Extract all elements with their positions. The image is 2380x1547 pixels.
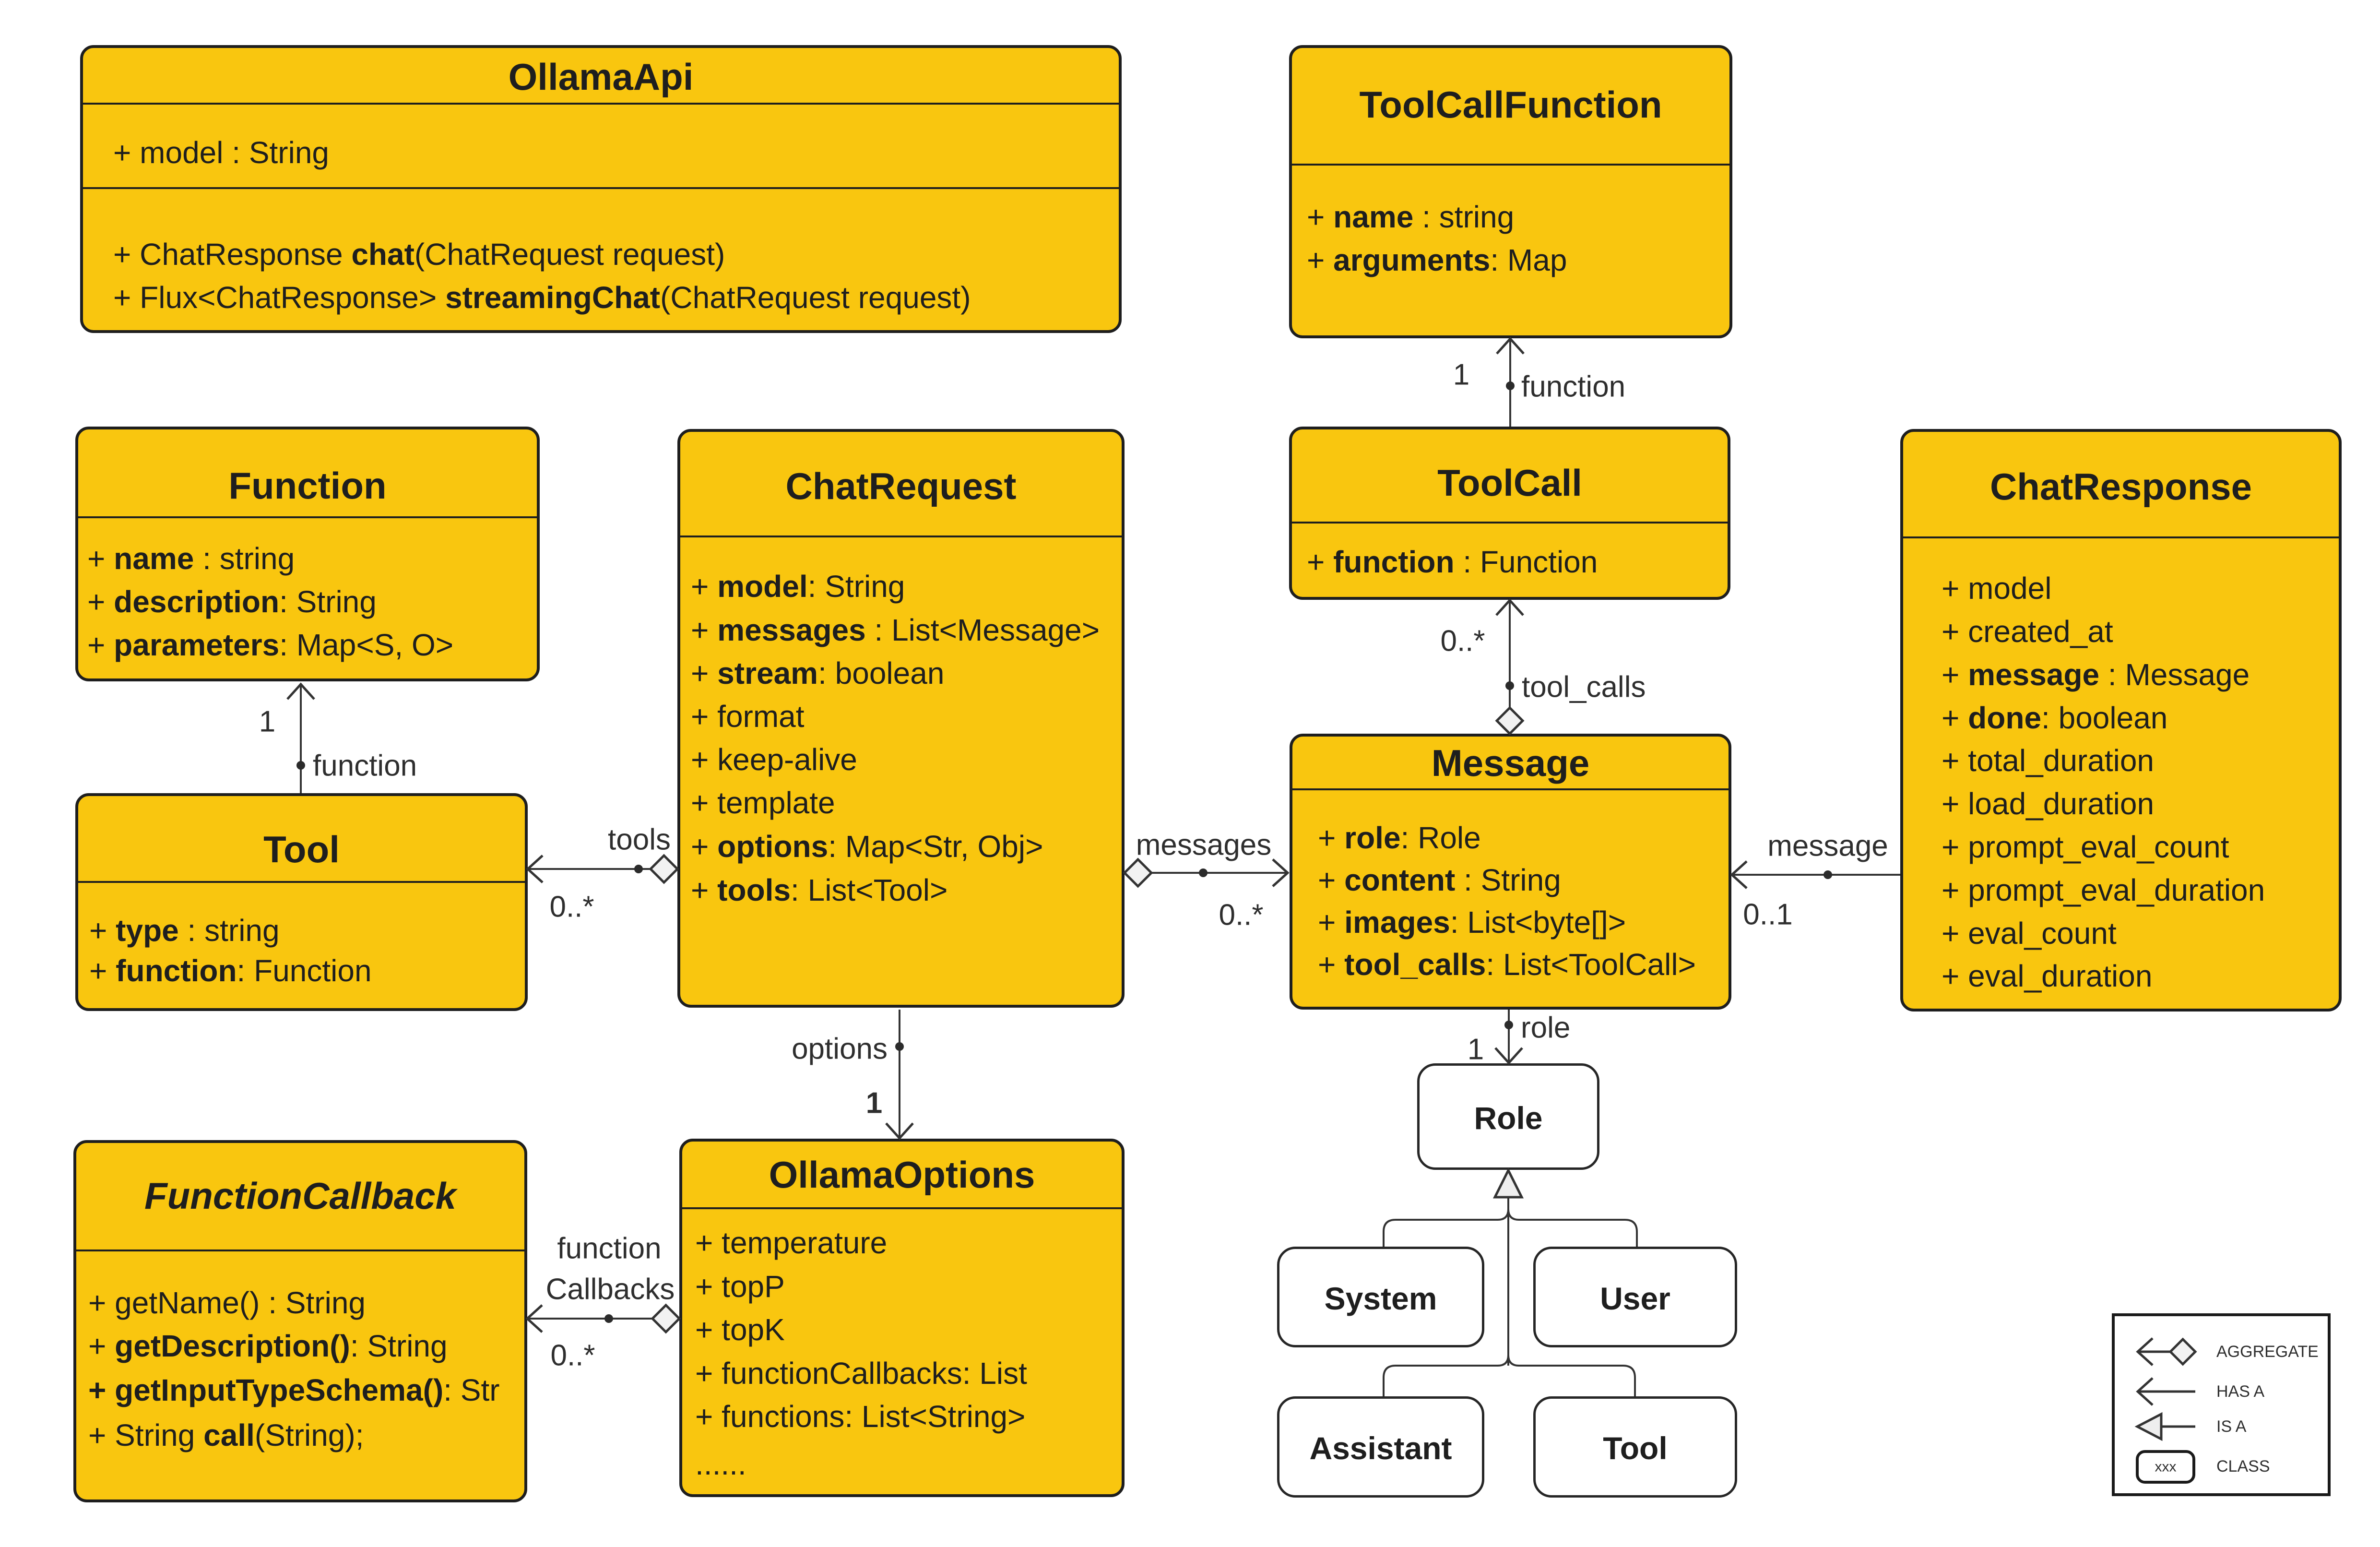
svg-text:CLASS: CLASS — [2216, 1457, 2270, 1476]
svg-text:1: 1 — [866, 1087, 882, 1120]
svg-text:function: function — [1521, 370, 1625, 404]
svg-text:Callbacks: Callbacks — [546, 1273, 675, 1306]
svg-text:1: 1 — [1453, 358, 1469, 392]
svg-text:1: 1 — [1468, 1033, 1484, 1066]
svg-text:xxx: xxx — [2155, 1459, 2177, 1475]
svg-text:0..*: 0..* — [549, 891, 594, 924]
svg-text:0..*: 0..* — [1219, 899, 1263, 932]
svg-text:tool_calls: tool_calls — [1522, 671, 1646, 704]
svg-text:message: message — [1767, 830, 1888, 863]
svg-text:AGGREGATE: AGGREGATE — [2216, 1343, 2319, 1361]
svg-text:0..1: 0..1 — [1743, 898, 1792, 931]
svg-text:IS A: IS A — [2216, 1417, 2247, 1436]
svg-text:role: role — [1521, 1012, 1570, 1045]
svg-text:0..*: 0..* — [1440, 625, 1485, 658]
svg-text:messages: messages — [1136, 829, 1272, 862]
svg-text:HAS A: HAS A — [2216, 1382, 2264, 1401]
svg-text:1: 1 — [259, 705, 275, 738]
svg-text:0..*: 0..* — [550, 1339, 595, 1372]
svg-text:function: function — [557, 1232, 661, 1265]
svg-text:options: options — [792, 1033, 888, 1066]
svg-text:tools: tools — [608, 823, 671, 857]
svg-text:function: function — [313, 750, 417, 783]
